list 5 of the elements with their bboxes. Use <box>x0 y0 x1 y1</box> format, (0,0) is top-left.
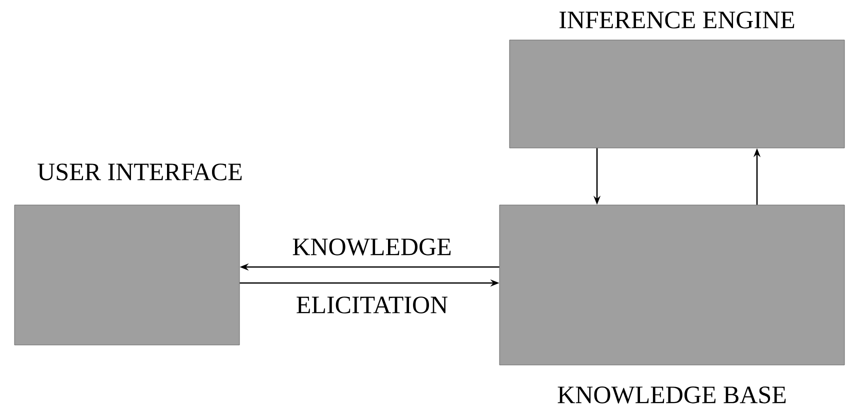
edge-label: KNOWLEDGE <box>291 238 453 256</box>
edge-label: ELICITATION <box>294 296 450 314</box>
box-heading: USER INTERFACE <box>38 164 242 180</box>
box-heading: INFERENCE ENGINE <box>560 12 794 28</box>
box-heading: KNOWLEDGE BASE <box>558 386 786 404</box>
